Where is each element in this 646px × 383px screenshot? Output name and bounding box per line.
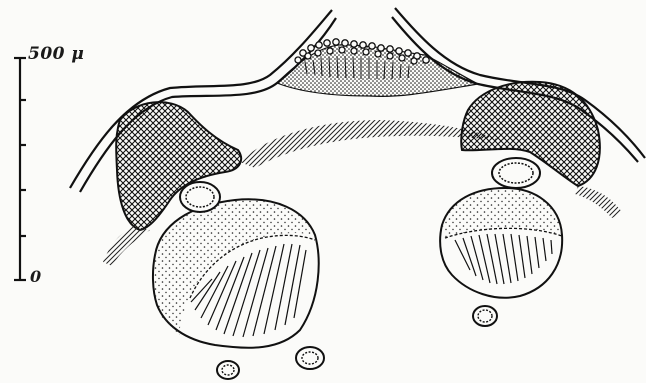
right-vascular-bundle bbox=[440, 188, 562, 298]
vessel-bottom-left bbox=[217, 361, 239, 379]
scale-label-top: 500 μ bbox=[28, 44, 84, 64]
scale-label-bottom: 0 bbox=[30, 267, 41, 286]
right-lower-strip bbox=[575, 186, 622, 218]
vessel-right-lower bbox=[473, 306, 497, 326]
vessel-right-upper bbox=[492, 158, 540, 188]
vessel-bottom-right bbox=[296, 347, 324, 369]
scale-bar bbox=[14, 58, 26, 280]
left-vascular-bundle bbox=[153, 199, 319, 347]
left-lower-strip bbox=[103, 226, 150, 266]
vessel-left-upper bbox=[180, 182, 220, 212]
